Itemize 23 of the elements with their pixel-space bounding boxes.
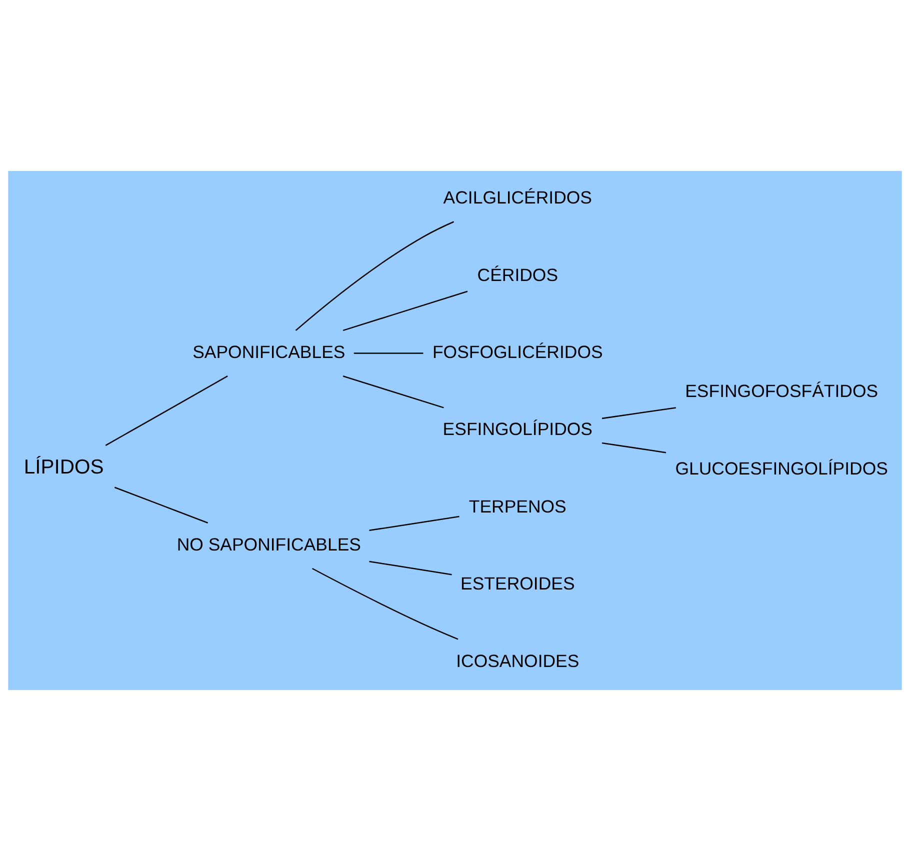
node-text: GLUCOESFINGOLÍPIDOS: [675, 458, 888, 478]
connector: [354, 352, 424, 354]
node-text: ACILGLICÉRIDOS: [443, 188, 592, 208]
connector: [342, 290, 468, 332]
node-text: ESFINGOFOSFÁTIDOS: [685, 381, 878, 402]
connector: [342, 376, 444, 408]
connector: [369, 516, 460, 532]
node-text: SAPONIFICABLES: [192, 342, 346, 362]
connector: [312, 568, 458, 640]
node-text: ICOSANOIDES: [456, 650, 580, 671]
connector: [602, 442, 666, 454]
connector: [295, 221, 454, 331]
node-text: FOSFOGLICÉRIDOS: [432, 342, 603, 362]
node-text: NO SAPONIFICABLES: [176, 534, 361, 554]
connector: [114, 486, 208, 524]
connector: [602, 407, 676, 420]
node-text: TERPENOS: [468, 496, 566, 516]
node-text: ESFINGOLÍPIDOS: [442, 419, 592, 440]
connector: [105, 376, 228, 446]
connector: [369, 560, 452, 576]
node-text: LÍPIDOS: [24, 456, 104, 478]
node-text: ESTEROIDES: [460, 574, 575, 594]
node-text: CÉRIDOS: [477, 264, 558, 285]
